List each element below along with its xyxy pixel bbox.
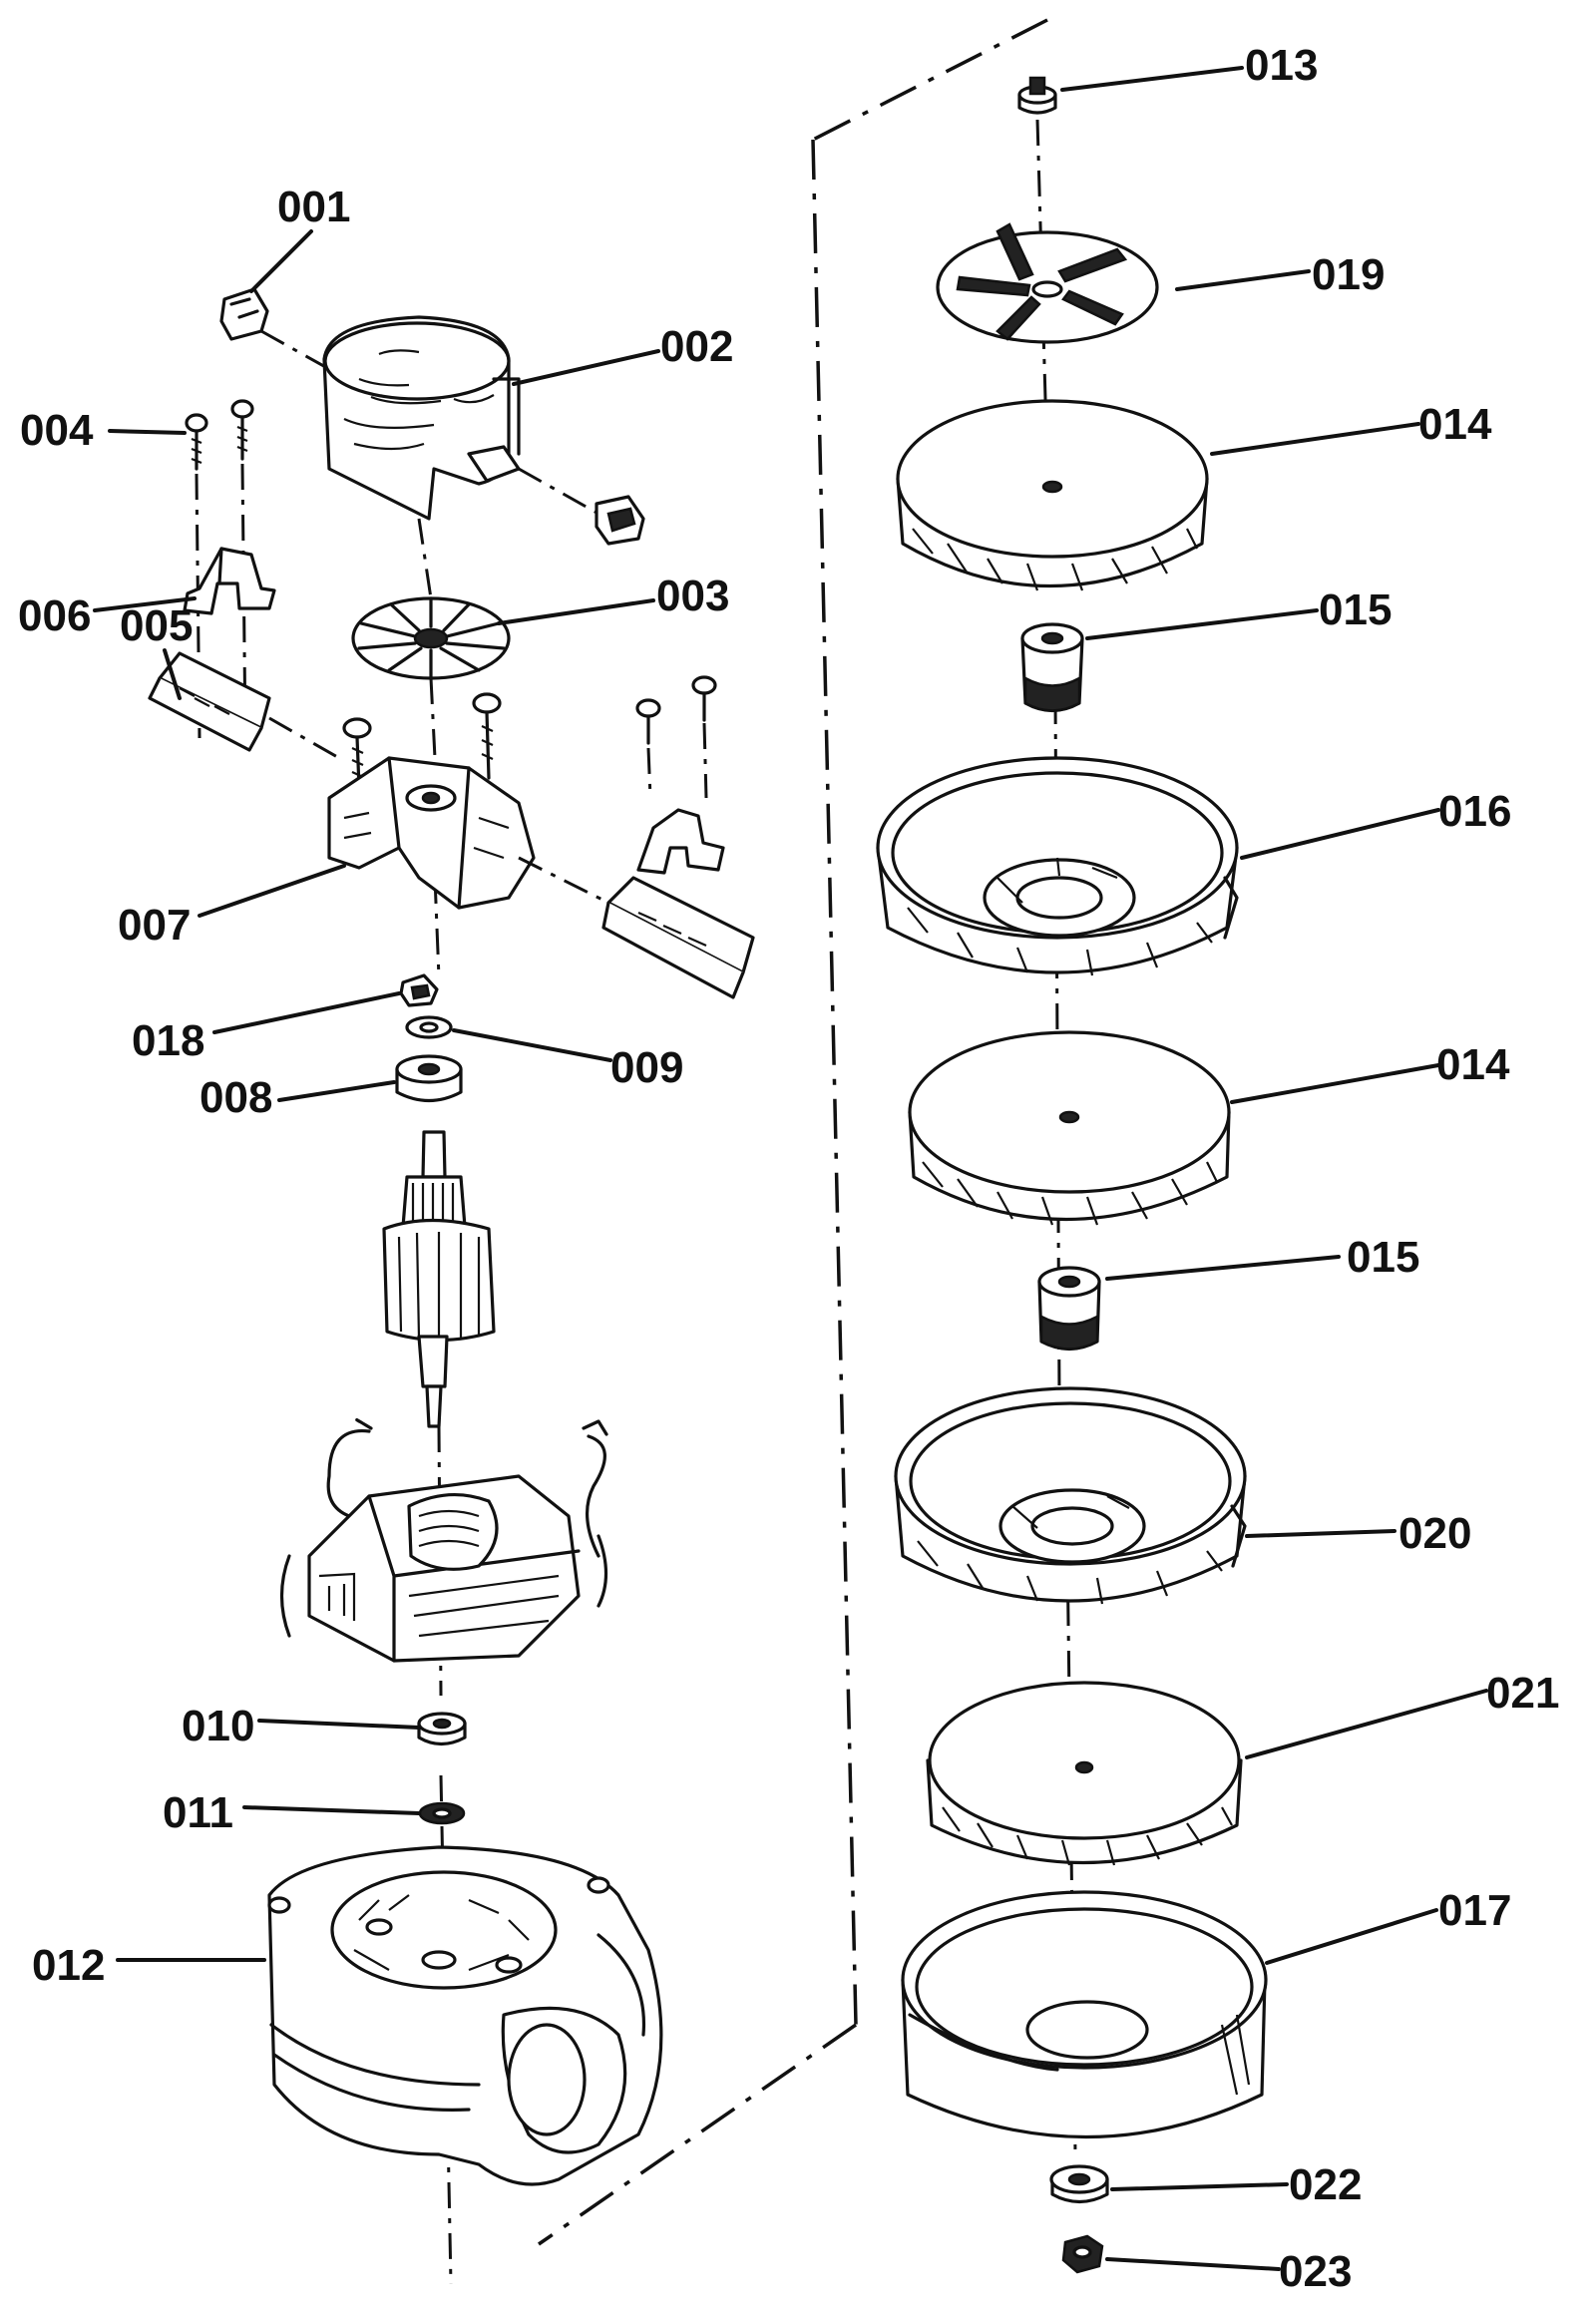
part-015-spacer-upper	[1020, 622, 1084, 713]
label-010: 010	[182, 1702, 254, 1750]
part-015-spacer-lower	[1037, 1266, 1101, 1352]
part-019-impeller	[936, 222, 1159, 344]
label-014-lower: 014	[1436, 1040, 1510, 1089]
part-012-housing	[267, 1845, 663, 2186]
label-002: 002	[660, 322, 733, 371]
label-006: 006	[18, 591, 91, 640]
part-023-nut	[1061, 2234, 1104, 2274]
label-017: 017	[1438, 1886, 1511, 1935]
fan-stack-assembly	[876, 76, 1268, 2274]
part-001-clip	[219, 287, 330, 371]
label-008: 008	[200, 1073, 272, 1122]
part-010-bearing	[417, 1712, 467, 1746]
label-018: 018	[132, 1016, 204, 1065]
label-009: 009	[610, 1043, 683, 1092]
label-003: 003	[656, 572, 729, 620]
label-016: 016	[1438, 787, 1511, 836]
brush-holder-right	[518, 808, 755, 999]
part-007-end-bracket	[327, 756, 536, 910]
part-labels: 001 002 003 004 005 006 007 008 009 010 …	[18, 41, 1559, 2296]
part-011-washer	[418, 1801, 466, 1825]
label-012: 012	[32, 1941, 105, 1990]
part-008-bearing	[395, 1054, 463, 1102]
part-002-cover	[322, 315, 521, 521]
label-019: 019	[1312, 250, 1385, 299]
label-007: 007	[118, 901, 191, 950]
label-022: 022	[1289, 2160, 1362, 2209]
section-divider	[538, 18, 1048, 2246]
part-020-diffuser	[894, 1386, 1247, 1605]
screws-007	[342, 675, 717, 799]
label-021: 021	[1486, 1669, 1559, 1718]
armature	[382, 1130, 496, 1428]
label-013: 013	[1245, 41, 1318, 90]
label-020: 020	[1398, 1509, 1471, 1558]
motor-assembly	[148, 287, 755, 2285]
brush-cap	[518, 467, 645, 546]
part-021-impeller	[926, 1681, 1243, 1866]
label-001: 001	[277, 183, 350, 231]
label-015-upper: 015	[1319, 585, 1392, 634]
part-022-washer	[1049, 2164, 1109, 2204]
label-004: 004	[20, 406, 94, 455]
part-013-nut	[1017, 76, 1057, 115]
label-023: 023	[1279, 2247, 1352, 2296]
part-014-impeller-lower	[908, 1030, 1231, 1226]
field-coil	[279, 1417, 608, 1663]
part-006-bracket	[183, 547, 276, 615]
part-017-bottom-cup	[901, 1890, 1268, 2139]
leader-lines	[93, 66, 1488, 2271]
part-009-washer	[405, 1015, 453, 1039]
part-003-fan	[351, 596, 511, 680]
part-018-bearing-clip	[399, 973, 439, 1007]
label-014-upper: 014	[1418, 400, 1492, 449]
label-015-lower: 015	[1347, 1233, 1419, 1282]
part-016-diffuser	[876, 756, 1239, 976]
part-014-impeller-upper	[896, 399, 1209, 591]
label-005: 005	[120, 601, 193, 650]
label-011: 011	[163, 1788, 233, 1837]
